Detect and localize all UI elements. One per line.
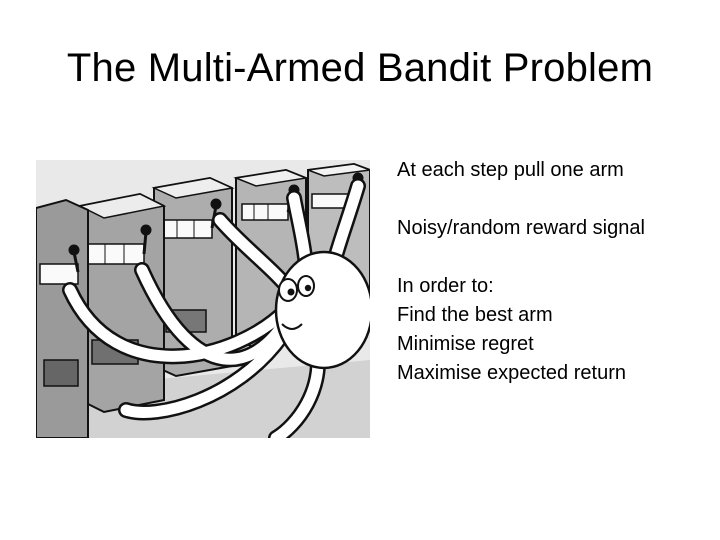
bullet-maximise-return: Maximise expected return (397, 362, 626, 384)
bullet-noisy-reward: Noisy/random reward signal (397, 217, 645, 239)
bullet-minimise-regret: Minimise regret (397, 333, 534, 355)
bullet-list: At each step pull one arm Noisy/random r… (397, 156, 707, 388)
slide-title: The Multi-Armed Bandit Problem (66, 46, 654, 90)
bullet-in-order-to: In order to: (397, 275, 494, 297)
bullet-pull-one-arm: At each step pull one arm (397, 159, 624, 181)
octopus-slot-machines-illustration (36, 160, 370, 438)
bullet-find-best-arm: Find the best arm (397, 304, 553, 326)
octopus-head (274, 250, 370, 370)
